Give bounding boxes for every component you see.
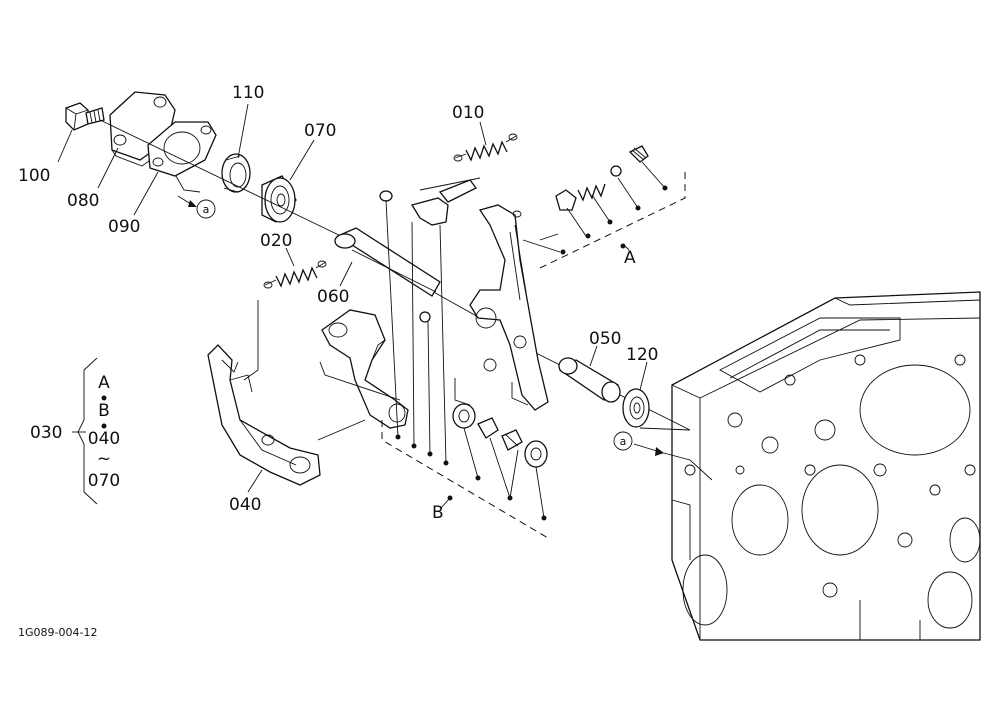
lever-040	[207, 344, 321, 486]
group-b-bracket	[381, 199, 549, 539]
label-080: 080	[67, 191, 99, 211]
label-100: 100	[18, 166, 50, 186]
assembly-030-dot2	[101, 423, 107, 429]
fork-lever	[321, 309, 409, 429]
leader-lines	[57, 103, 648, 509]
assembly-030-line1: A	[98, 373, 110, 393]
gasket-090	[147, 121, 217, 177]
bushing-050	[558, 357, 621, 403]
seal-110	[221, 153, 251, 193]
axis-line-upper	[99, 119, 346, 239]
assembly-030-line4: ~	[97, 449, 111, 469]
group-a-bracket	[419, 161, 686, 269]
label-020: 020	[260, 231, 292, 251]
construction-lines	[175, 175, 713, 481]
marker-a-lower: a	[613, 431, 664, 456]
assembly-030-line2: B	[98, 401, 110, 421]
label-group-b: B	[432, 503, 444, 523]
drawing-code: 1G089-004-12	[18, 626, 97, 639]
bolt-100	[65, 102, 105, 131]
label-030: 030	[30, 423, 62, 443]
assembly-030-line5: 070	[88, 471, 120, 491]
label-060: 060	[317, 287, 349, 307]
small-screw	[379, 190, 393, 202]
marker-a-upper-text: a	[203, 203, 210, 216]
small-ball	[419, 311, 431, 323]
label-050: 050	[589, 329, 621, 349]
label-070: 070	[304, 121, 336, 141]
label-040: 040	[229, 495, 261, 515]
assembly-030-brace	[77, 357, 98, 505]
axis-line-shaft	[429, 289, 481, 319]
label-120: 120	[626, 345, 658, 365]
label-010: 010	[452, 103, 484, 123]
label-group-a: A	[624, 248, 636, 268]
group-b-parts	[452, 403, 548, 468]
spring-020	[263, 260, 327, 289]
small-bracket	[410, 179, 477, 226]
label-090: 090	[108, 217, 140, 237]
group-a-parts	[555, 145, 649, 211]
spring-010	[453, 133, 518, 162]
assembly-030-line3: 040	[88, 429, 120, 449]
bearing-070	[261, 175, 297, 223]
governor-plate	[469, 204, 549, 411]
assembly-030-dot1	[101, 395, 107, 401]
marker-a-upper: a	[177, 195, 216, 219]
label-110: 110	[232, 83, 264, 103]
bearing-120	[622, 388, 650, 428]
marker-a-lower-text: a	[620, 435, 627, 448]
engine-block	[671, 291, 981, 641]
